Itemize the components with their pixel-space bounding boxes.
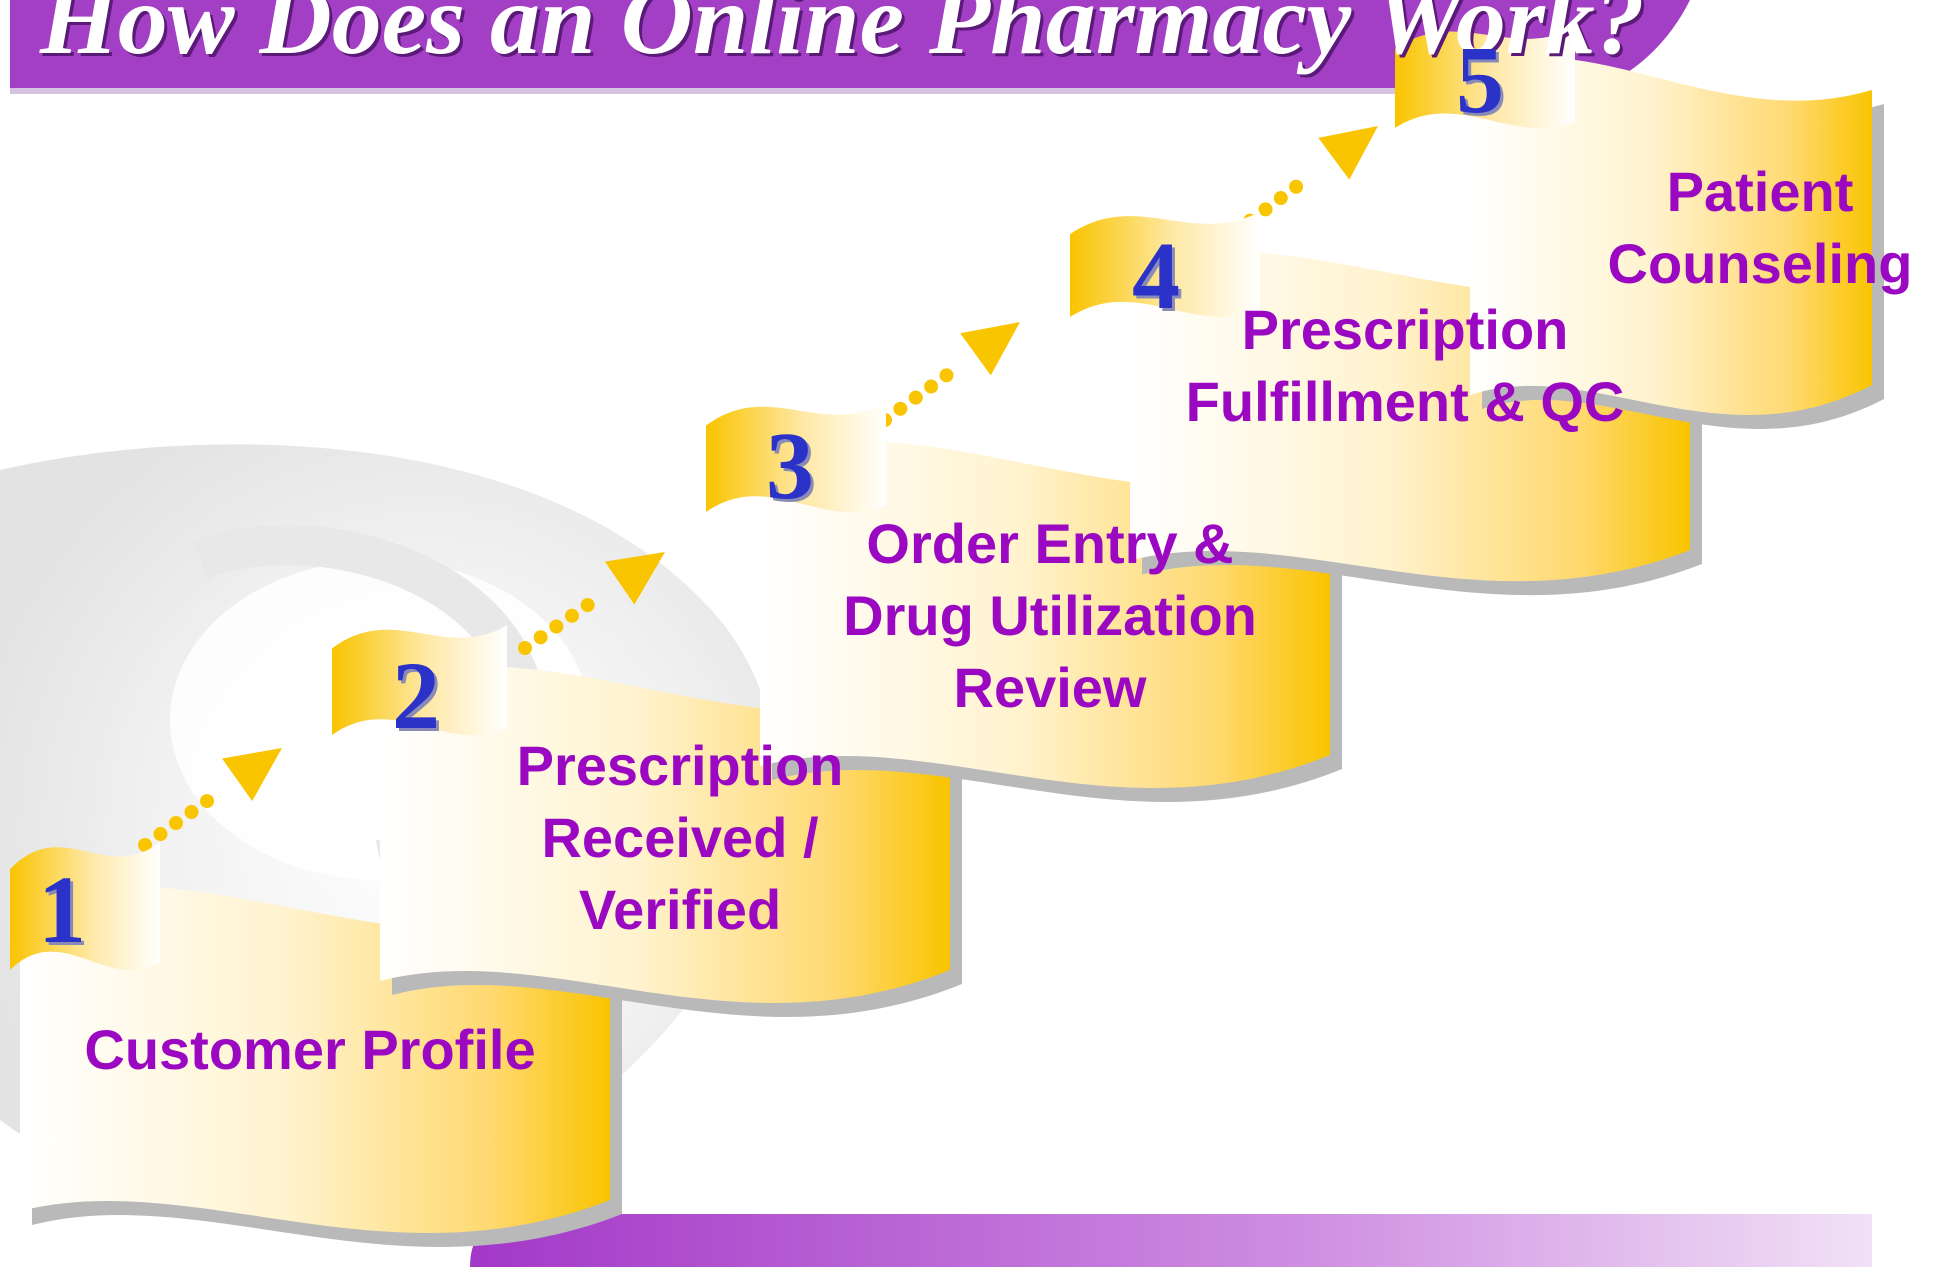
arrowhead-icon	[222, 748, 282, 802]
connector-dot	[200, 794, 215, 809]
arrowhead-icon	[604, 552, 665, 605]
connector-dot	[518, 641, 532, 655]
connector-dot	[184, 805, 199, 820]
connector-dot	[1273, 191, 1288, 206]
step-5-number: 5	[1456, 26, 1504, 133]
step-5-banner	[1395, 27, 1884, 429]
step-1-number-flag	[10, 841, 160, 971]
step-3-label: Order Entry & Drug Utilization Review	[843, 512, 1257, 719]
footer-bar	[470, 1214, 1872, 1267]
step-2-number: 2	[392, 642, 440, 749]
step-5-label: Patient Counseling	[1607, 160, 1913, 295]
step-4-number-flag	[1070, 211, 1260, 318]
connector-dot	[1258, 202, 1273, 217]
step-2-number-flag	[332, 625, 507, 736]
connector-dot	[893, 401, 908, 416]
page-title: How Does an Online Pharmacy Work?	[40, 0, 1645, 75]
step-4-label: Prescription Fulfillment & QC	[1185, 298, 1625, 433]
connector-dot	[580, 598, 595, 613]
connector-arrow-2	[518, 552, 665, 655]
step-1-label: Customer Profile	[84, 1018, 536, 1081]
arrowhead-icon	[960, 322, 1020, 376]
step-5-number-flag	[1395, 27, 1575, 129]
header-shadow	[10, 88, 1600, 94]
connector-dot	[924, 379, 939, 394]
connector-dot	[169, 816, 184, 831]
connector-dot	[549, 619, 564, 634]
header-bar	[10, 0, 1690, 88]
connector-arrow-1	[138, 748, 282, 852]
connector-dot	[1289, 179, 1304, 194]
step-2-label: Prescription Received / Verified	[516, 734, 844, 941]
connector-dot	[153, 827, 168, 842]
step-1-number: 1	[38, 856, 86, 963]
step-4-number: 4	[1132, 222, 1180, 329]
connector-dot	[939, 368, 954, 383]
connector-dot	[138, 838, 152, 852]
step-banners	[10, 27, 1884, 1247]
connector-dot	[908, 390, 923, 405]
connector-dot	[565, 608, 580, 623]
step-3-number: 3	[766, 412, 814, 519]
connector-arrow-3	[878, 322, 1020, 427]
step-3-number-flag	[706, 402, 886, 513]
connector-dot	[533, 630, 548, 645]
arrowhead-icon	[1318, 126, 1378, 180]
step-5-banner-ribbon	[1470, 57, 1872, 415]
